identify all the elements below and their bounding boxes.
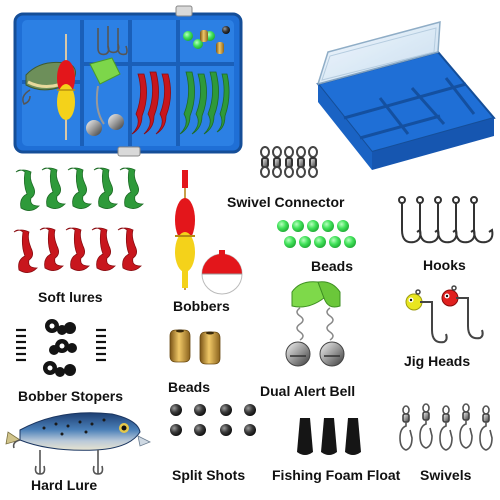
swivels [399,403,493,451]
box-green-lures [179,71,230,135]
soft-lures-red [13,227,142,273]
hard-lure [5,412,151,475]
dual-alert-bell [285,281,345,367]
box-beads [183,26,230,54]
swivel-connectors [260,146,318,178]
label-fishing-foam-float: Fishing Foam Float [272,467,401,483]
label-beads-green: Beads [311,258,354,274]
label-bobber-stopers: Bobber Stopers [18,388,124,404]
box-bobber [57,34,75,140]
split-shots [170,404,256,436]
tackle-box-closed [316,21,496,170]
label-split-shots: Split Shots [172,467,246,483]
label-hard-lure: Hard Lure [31,477,98,493]
label-hooks: Hooks [423,257,466,273]
foam-floats [297,418,361,455]
box-red-lures [131,71,171,135]
box-hooks [97,26,128,56]
label-dual-alert-bell: Dual Alert Bell [260,383,356,399]
soft-lures-green [15,167,144,211]
jig-heads [405,285,484,344]
round-bobber [201,250,243,295]
label-swivels: Swivels [420,467,472,483]
label-swivel-connector: Swivel Connector [227,194,345,210]
box-alert-bell [86,57,124,136]
bobbers [175,170,243,295]
pencil-bobber [175,170,195,290]
label-beads-brass: Beads [168,379,211,395]
hooks [398,196,494,244]
label-bobbers: Bobbers [173,298,230,314]
bobber-stoppers [16,319,106,377]
label-jig-heads: Jig Heads [404,353,471,369]
green-beads [277,220,356,248]
brass-beads [169,329,221,365]
tackle-box-open [13,5,243,157]
label-soft-lures: Soft lures [38,289,103,305]
